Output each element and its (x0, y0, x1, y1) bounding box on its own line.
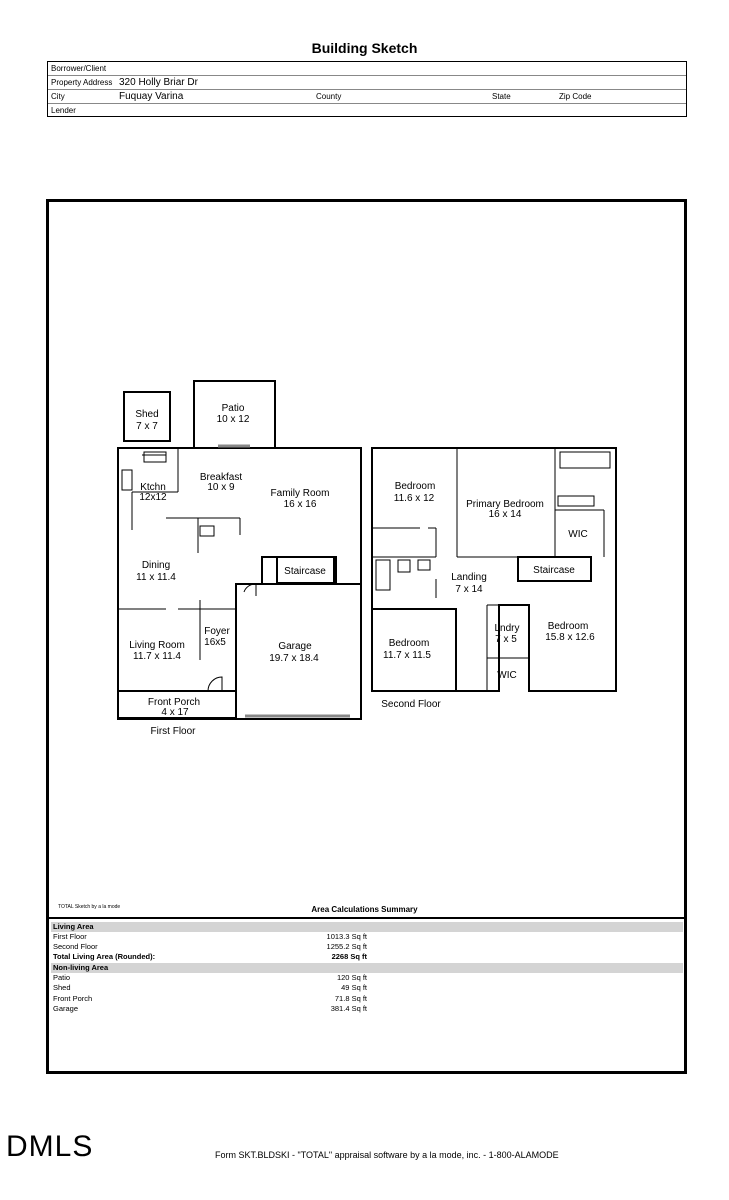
landing-size: 7 x 14 (455, 584, 483, 595)
summary-title: Area Calculations Summary (311, 905, 418, 914)
summary-value: 120 Sq ft (336, 973, 367, 982)
summary-row: Front Porch 71.8 Sq ft (53, 994, 683, 1004)
porch-size: 4 x 17 (161, 707, 189, 718)
wic-2-label: WIC (497, 670, 516, 681)
form-footer: Form SKT.BLDSKI - "TOTAL" appraisal soft… (215, 1150, 559, 1160)
summary-total-row: Total Living Area (Rounded): 2268 Sq ft (53, 952, 683, 962)
summary-label: Garage (53, 1004, 79, 1013)
city-row: City Fuquay Varina County State Zip Code (48, 90, 686, 104)
summary-value: 2268 Sq ft (331, 952, 367, 961)
summary-label: First Floor (53, 932, 87, 941)
kitchen-size: 12x12 (139, 492, 167, 503)
primary-bedroom-label: Primary Bedroom (466, 499, 544, 510)
summary-row: Garage 381.4 Sq ft (53, 1004, 683, 1014)
second-floor-outline-b (371, 609, 456, 692)
living-area-header: Living Area (51, 922, 683, 932)
patio-size: 10 x 12 (217, 414, 250, 425)
shed-label: Shed (135, 409, 158, 420)
garage-size: 19.7 x 18.4 (269, 653, 319, 664)
laundry-size: 7 x 5 (495, 634, 517, 645)
summary-row: First Floor 1013.3 Sq ft (53, 932, 683, 942)
borrower-row: Borrower/Client (48, 62, 686, 76)
garage-label: Garage (278, 641, 312, 652)
foyer-size: 16x5 (204, 637, 226, 648)
summary-label: Patio (53, 973, 71, 982)
breakfast-label: Breakfast (200, 472, 242, 483)
dining-size: 11 x 11.4 (136, 572, 176, 583)
address-row: Property Address 320 Holly Briar Dr (48, 76, 686, 90)
city-value: Fuquay Varina (119, 91, 184, 102)
dmls-logo: DMLS (6, 1130, 94, 1163)
summary-value: 1013.3 Sq ft (326, 932, 367, 941)
breakfast-size: 10 x 9 (207, 482, 235, 493)
staircase-1-label: Staircase (284, 566, 326, 577)
summary-value: 1255.2 Sq ft (326, 942, 367, 951)
wic-1-label: WIC (568, 529, 587, 540)
page-title: Building Sketch (311, 40, 418, 56)
porch-label: Front Porch (148, 697, 200, 708)
landing-label: Landing (451, 572, 487, 583)
bedroom-3-size: 15.8 x 12.6 (545, 632, 595, 643)
living-room-label: Living Room (129, 640, 185, 651)
bedroom-1-size: 11.6 x 12 (394, 493, 435, 504)
kitchen-label: Ktchn (140, 482, 166, 493)
address-value: 320 Holly Briar Dr (119, 77, 198, 88)
laundry-label: Lndry (494, 623, 519, 634)
non-living-area-header: Non-living Area (51, 963, 683, 973)
primary-bedroom-size: 16 x 14 (489, 509, 522, 520)
sketch-credit: TOTAL Sketch by a la mode (58, 904, 121, 910)
summary-label: Second Floor (53, 942, 98, 951)
lender-row: Lender (48, 104, 686, 118)
second-floor-label: Second Floor (381, 699, 441, 710)
living-room-size: 11.7 x 11.4 (133, 651, 181, 662)
bedroom-3-label: Bedroom (548, 621, 589, 632)
summary-row: Second Floor 1255.2 Sq ft (53, 942, 683, 952)
area-summary: Living Area First Floor 1013.3 Sq ft Sec… (49, 917, 684, 1071)
summary-value: 71.8 Sq ft (334, 994, 367, 1003)
shed-outline (123, 391, 171, 442)
bedroom-2-label: Bedroom (389, 638, 430, 649)
sketch-frame (46, 199, 687, 1074)
shed-size: 7 x 7 (136, 421, 158, 432)
family-room-label: Family Room (271, 488, 330, 499)
county-label: County (316, 92, 342, 101)
bedroom-2-size: 11.7 x 11.5 (383, 650, 431, 661)
summary-row: Patio 120 Sq ft (53, 973, 683, 983)
foyer-label: Foyer (204, 626, 230, 637)
bedroom-1-label: Bedroom (395, 481, 436, 492)
summary-row: Shed 49 Sq ft (53, 983, 683, 993)
zip-label: Zip Code (559, 92, 592, 101)
city-label: City (51, 92, 65, 101)
first-floor-label: First Floor (151, 726, 197, 737)
property-info-table: Borrower/Client Property Address 320 Hol… (47, 61, 687, 117)
summary-label: Total Living Area (Rounded): (53, 952, 156, 961)
summary-label: Shed (53, 983, 71, 992)
family-room-size: 16 x 16 (284, 499, 317, 510)
address-label: Property Address (51, 78, 113, 87)
dining-label: Dining (142, 560, 170, 571)
summary-value: 381.4 Sq ft (330, 1004, 367, 1013)
staircase-1-outline (276, 556, 335, 584)
summary-label: Front Porch (53, 994, 93, 1003)
patio-label: Patio (222, 403, 245, 414)
summary-value: 49 Sq ft (341, 983, 367, 992)
lender-label: Lender (51, 106, 76, 115)
staircase-2-label: Staircase (533, 565, 575, 576)
state-label: State (492, 92, 511, 101)
borrower-label: Borrower/Client (51, 64, 107, 73)
